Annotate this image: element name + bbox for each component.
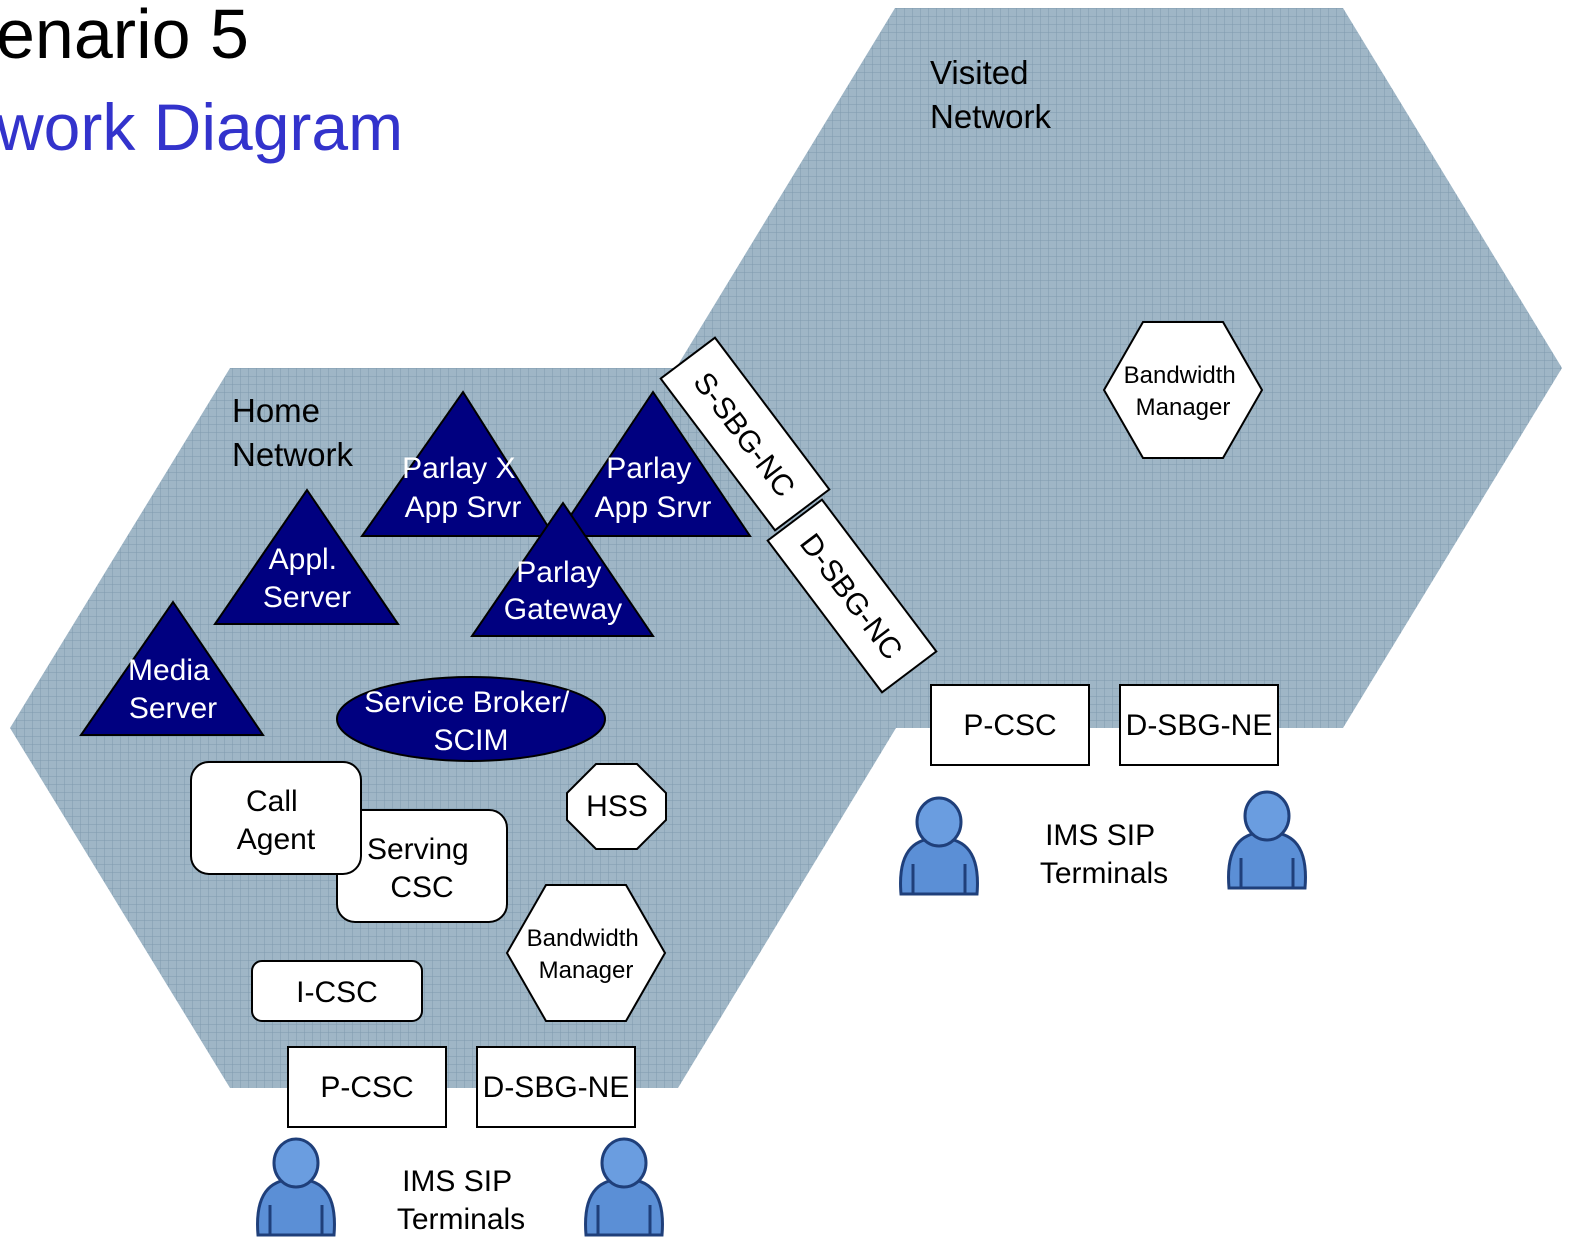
- home-terminals-label: IMS SIP Terminals: [397, 1165, 525, 1236]
- d-sbg-nc: D-SBG-NC: [766, 498, 938, 694]
- svg-text:Media Server: Media Server: [128, 654, 218, 725]
- svg-text:Parlay X App Srvr: Parlay X App Srvr: [402, 452, 524, 524]
- slide-subtitle: work Diagram: [0, 90, 403, 164]
- hss-node: HSS: [566, 763, 667, 850]
- svg-text:Appl. Server: Appl. Server: [263, 543, 351, 614]
- svg-text:I-CSC: I-CSC: [296, 976, 378, 1009]
- parlay-x-app-server: Parlay X App Srvr: [360, 390, 556, 537]
- svg-text:Call Agent: Call Agent: [237, 785, 316, 856]
- visited-bandwidth-manager: Bandwidth Manager: [1102, 321, 1264, 459]
- svg-text:Service Broker/ SCIM: Service Broker/ SCIM: [364, 686, 577, 757]
- home-network-label: Home Network: [232, 392, 354, 473]
- svg-text:Serving CSC: Serving CSC: [367, 833, 477, 904]
- home-terminal-user-icon: [256, 1137, 336, 1237]
- svg-text:Parlay Gateway: Parlay Gateway: [504, 556, 622, 626]
- visited-terminals-label: IMS SIP Terminals: [1040, 819, 1168, 890]
- parlay-gateway: Parlay Gateway: [470, 501, 655, 637]
- application-server: Appl. Server: [213, 488, 400, 625]
- visited-p-csc: P-CSC: [930, 684, 1090, 766]
- home-p-csc: P-CSC: [287, 1046, 447, 1128]
- visited-d-sbg-ne: D-SBG-NE: [1119, 684, 1279, 766]
- slide-title: enario 5: [0, 0, 249, 73]
- svg-text:P-CSC: P-CSC: [320, 1071, 413, 1104]
- visited-terminal-user-icon: [899, 796, 979, 896]
- svg-text:Bandwidth Manager: Bandwidth Manager: [527, 925, 646, 984]
- parlay-app-server: Parlay App Srvr: [555, 390, 752, 537]
- i-csc-node: I-CSC: [251, 960, 423, 1022]
- visited-network-label: Visited Network: [930, 54, 1052, 135]
- home-d-sbg-ne: D-SBG-NE: [476, 1046, 636, 1128]
- call-agent: Call Agent: [190, 761, 362, 875]
- svg-text:Parlay App Srvr: Parlay App Srvr: [595, 452, 712, 524]
- svg-text:D-SBG-NE: D-SBG-NE: [483, 1071, 630, 1104]
- svg-text:HSS: HSS: [586, 790, 648, 823]
- service-broker-scim: Service Broker/ SCIM: [336, 676, 606, 762]
- svg-text:Bandwidth Manager: Bandwidth Manager: [1124, 362, 1243, 421]
- visited-terminal-user-icon: [1227, 790, 1307, 890]
- serving-csc: Serving CSC: [336, 809, 508, 923]
- home-bandwidth-manager: Bandwidth Manager: [505, 884, 667, 1022]
- svg-text:D-SBG-NE: D-SBG-NE: [1126, 709, 1273, 742]
- home-terminal-user-icon: [584, 1137, 664, 1237]
- media-server: Media Server: [79, 600, 265, 736]
- svg-text:P-CSC: P-CSC: [963, 709, 1056, 742]
